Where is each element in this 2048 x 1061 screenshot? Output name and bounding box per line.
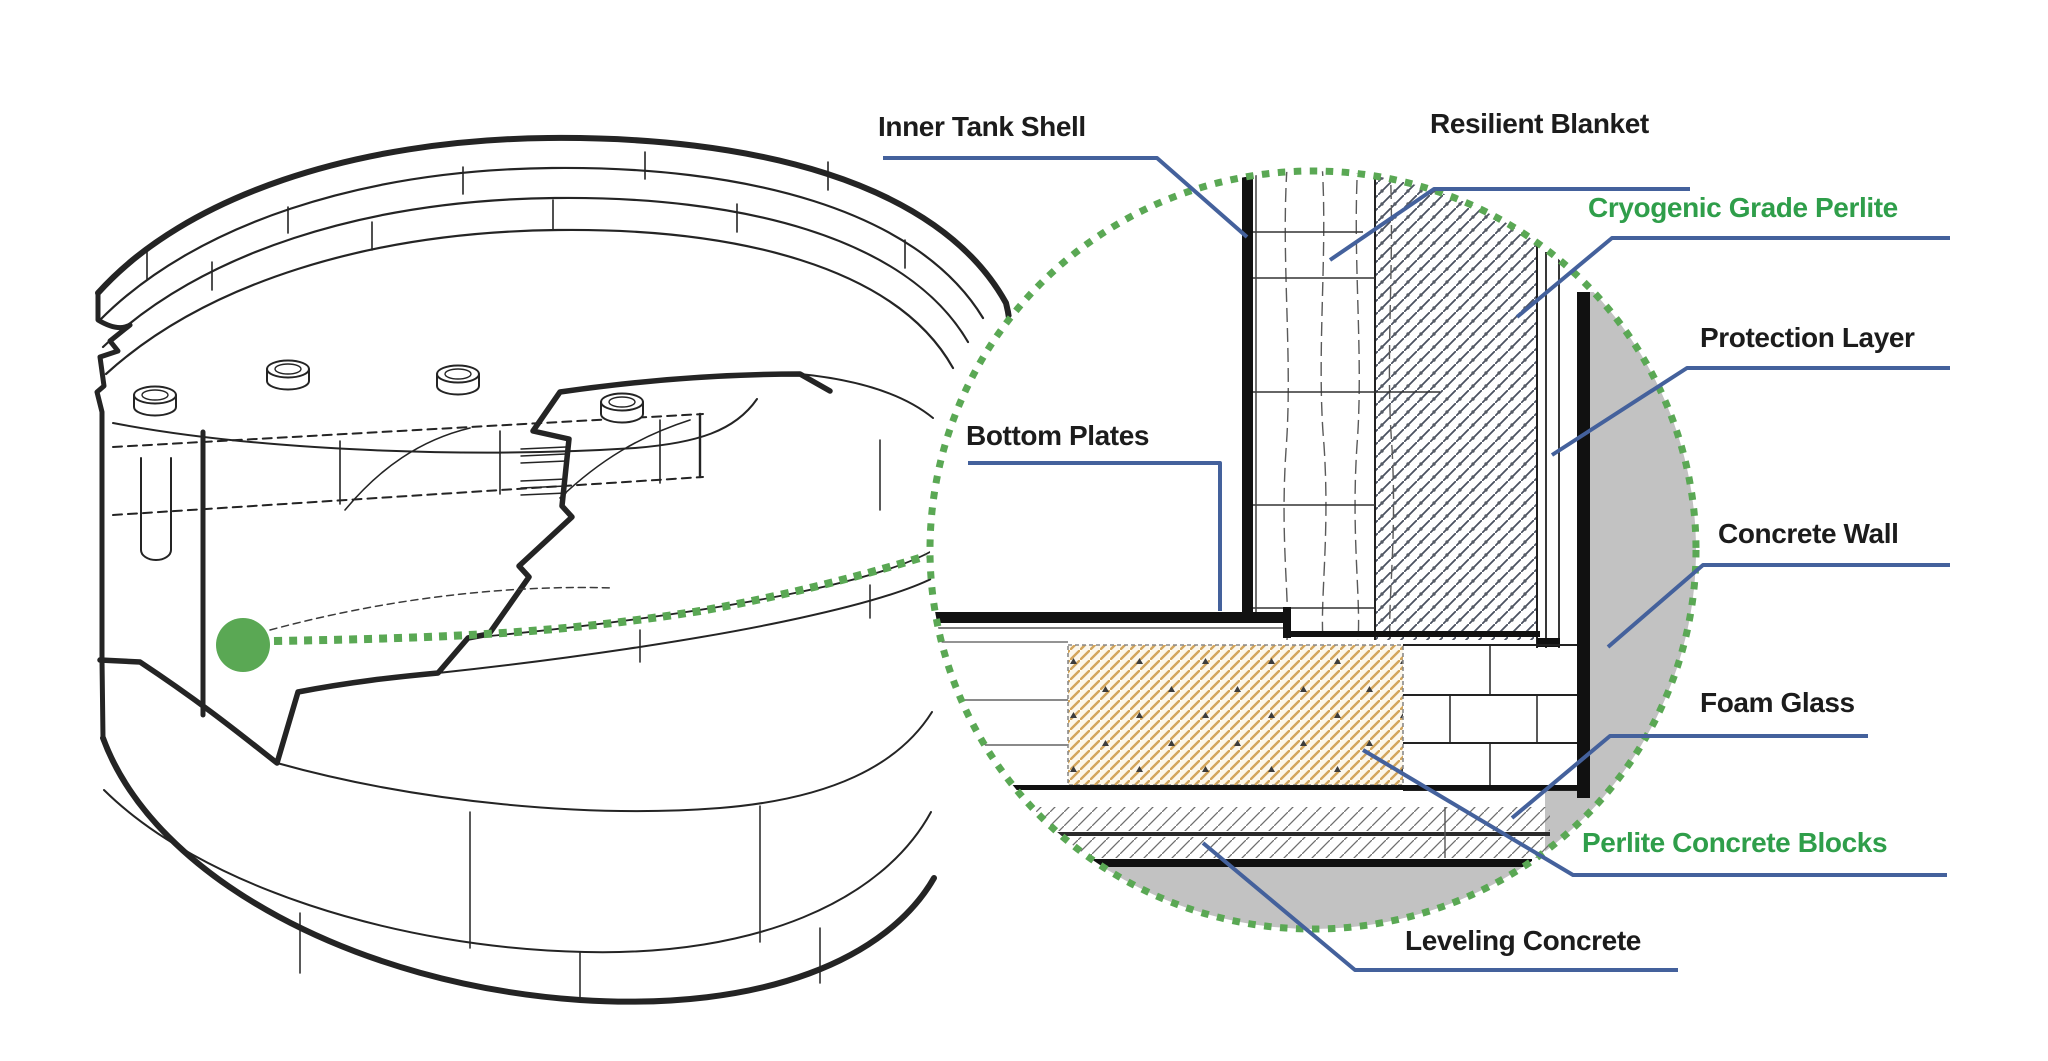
leader-protection-layer	[1550, 366, 1950, 457]
label-resilient-blanket: Resilient Blanket	[1430, 108, 1649, 139]
leader-bottom-plates	[968, 461, 1222, 611]
callout-connector	[216, 552, 928, 672]
tank-rim-outer	[95, 134, 1014, 399]
wall-liner-line	[1577, 292, 1590, 798]
leader-concrete-wall	[1606, 563, 1950, 649]
tank-cut-edge	[97, 371, 833, 766]
foam-glass-bricks	[1403, 644, 1577, 791]
leader-cryogenic-grade-perlite	[1515, 236, 1950, 319]
label-protection-layer: Protection Layer	[1700, 322, 1915, 353]
label-cryogenic-grade-perlite: Cryogenic Grade Perlite	[1588, 192, 1898, 223]
label-perlite-concrete-blocks: Perlite Concrete Blocks	[1582, 827, 1888, 858]
label-leveling-concrete: Leveling Concrete	[1405, 925, 1641, 956]
callout-dotted-line	[273, 552, 928, 645]
leader-perlite-concrete-blocks	[1361, 748, 1947, 877]
leader-foam-glass	[1510, 734, 1868, 820]
tank-bottom-curve	[100, 735, 937, 1005]
bottom-plates-lines	[930, 607, 1560, 647]
perlite-concrete-blocks-fill	[1067, 644, 1404, 786]
leveling-concrete-fill	[930, 807, 1550, 867]
protection-layer-lines	[1545, 252, 1560, 648]
label-foam-glass: Foam Glass	[1700, 687, 1855, 718]
blanket-grid-lines	[1252, 231, 1440, 609]
concrete-wall-fill	[1590, 292, 1696, 867]
leader-leveling-concrete	[1201, 841, 1678, 972]
detail-circle-border	[926, 167, 1700, 933]
tank-left-edge	[94, 290, 133, 741]
leader-inner-tank-shell	[883, 156, 1249, 239]
label-bottom-plates: Bottom Plates	[966, 420, 1150, 451]
callout-dot	[216, 618, 270, 672]
resilient-blanket-lines	[1283, 171, 1395, 641]
tank-illustration	[94, 134, 1014, 1005]
label-concrete-wall: Concrete Wall	[1718, 518, 1899, 549]
inner-tank-shell-line	[1242, 171, 1253, 623]
label-inner-tank-shell: Inner Tank Shell	[878, 111, 1086, 142]
cryogenic-perlite-fill	[1375, 171, 1537, 640]
deck-truss	[112, 413, 704, 516]
leader-resilient-blanket	[1328, 187, 1690, 262]
